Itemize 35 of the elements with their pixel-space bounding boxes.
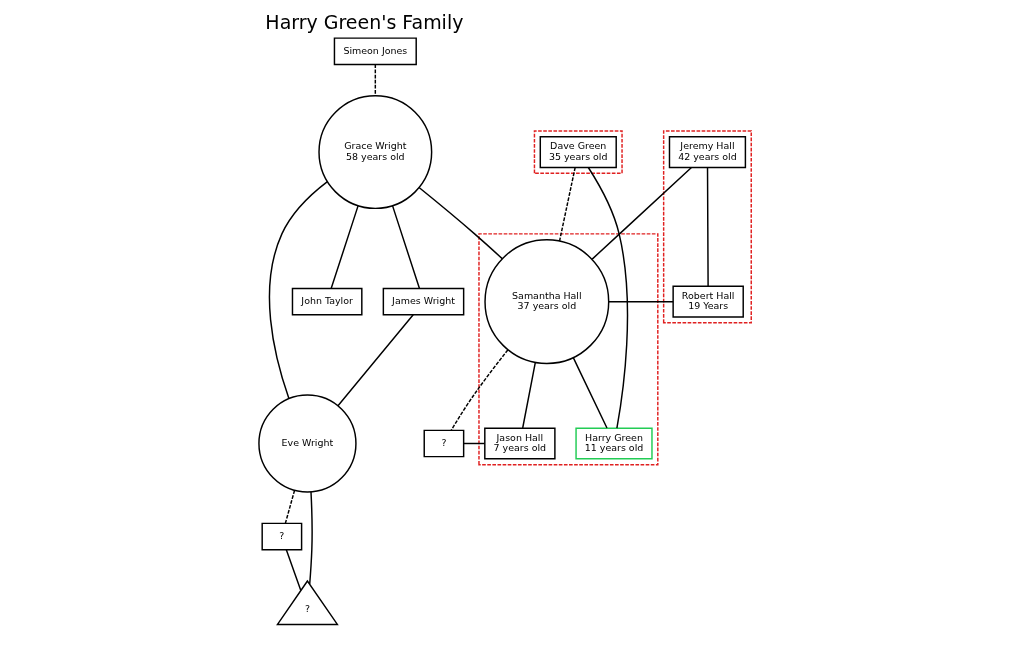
connector: [591, 166, 693, 260]
diagram-title: Harry Green's Family: [265, 11, 464, 34]
node-box: Simeon Jones: [333, 37, 417, 66]
connector: [558, 166, 576, 242]
node-box: John Taylor: [291, 287, 363, 316]
node-circle: Eve Wright: [258, 394, 357, 493]
connector: [521, 361, 536, 429]
cluster: [478, 233, 659, 466]
connector: [268, 180, 329, 400]
node-box: Jason Hall 7 years old: [484, 427, 556, 460]
cluster: [533, 130, 623, 174]
connector: [308, 491, 313, 585]
connector: [450, 349, 509, 432]
node-circle: Samantha Hall 37 years old: [484, 239, 610, 365]
node-circle: Grace Wright 58 years old: [318, 95, 433, 210]
node-box: Dave Green 35 years old: [539, 136, 617, 169]
connector: [330, 204, 359, 290]
connector: [285, 549, 302, 592]
node-box: Robert Hall 19 Years: [672, 285, 744, 318]
connector: [337, 314, 414, 407]
connector: [608, 300, 674, 303]
connector: [418, 186, 503, 260]
node-box: ?: [423, 429, 465, 458]
connector: [374, 63, 377, 97]
node-box: James Wright: [382, 287, 465, 316]
connector: [572, 356, 608, 429]
connector: [391, 204, 421, 290]
node-box: Harry Green 11 years old: [575, 427, 653, 460]
connector: [284, 489, 296, 525]
connector: [587, 166, 629, 429]
node-box: Jeremy Hall 42 years old: [668, 136, 747, 169]
connector: [706, 166, 709, 287]
connector: [463, 442, 486, 445]
node-box: ?: [261, 522, 303, 551]
cluster: [662, 130, 752, 324]
